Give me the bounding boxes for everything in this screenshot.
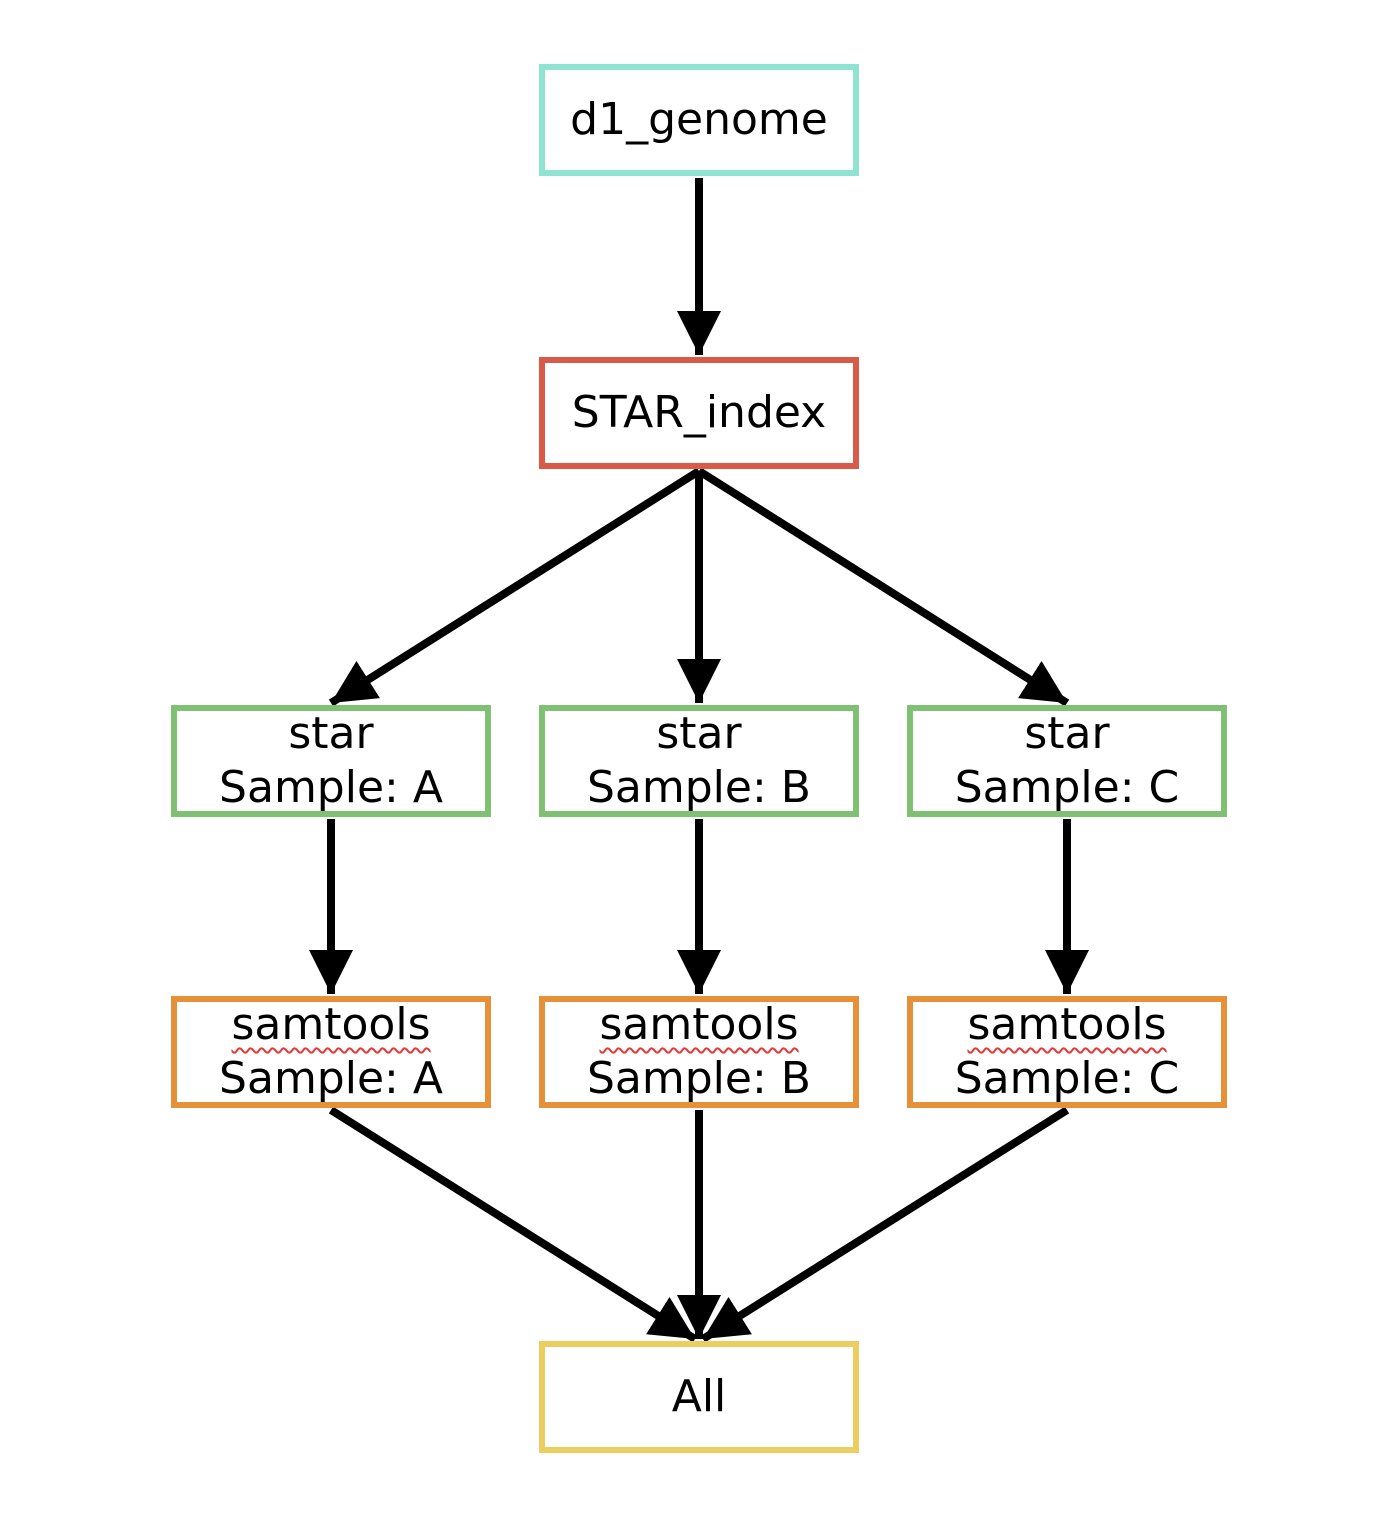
node-title: star [288, 708, 374, 759]
node-title: star [1024, 708, 1110, 759]
node-title: samtools [967, 999, 1167, 1050]
node-label: d1_genome [570, 94, 828, 145]
node-d1-genome[interactable]: d1_genome [539, 64, 859, 176]
node-star-sample-b[interactable]: star Sample: B [539, 705, 859, 817]
edge-star_index-to-star_a [328, 467, 702, 707]
node-sample: Sample: B [587, 1053, 811, 1104]
node-samtools-sample-a[interactable]: samtools Sample: A [171, 996, 491, 1108]
node-sample: Sample: C [954, 1053, 1180, 1104]
edge-star_index-to-star_c [696, 467, 1070, 707]
node-sample: Sample: A [219, 1053, 443, 1104]
node-sample: Sample: C [954, 762, 1180, 813]
node-samtools-sample-c[interactable]: samtools Sample: C [907, 996, 1227, 1108]
node-star-sample-c[interactable]: star Sample: C [907, 705, 1227, 817]
node-all[interactable]: All [539, 1341, 859, 1453]
node-label: All [671, 1371, 727, 1422]
node-sample: Sample: A [219, 762, 443, 813]
node-star-index[interactable]: STAR_index [539, 357, 859, 469]
edge-samtools_a-to-all [328, 1106, 698, 1343]
node-star-sample-a[interactable]: star Sample: A [171, 705, 491, 817]
node-samtools-sample-b[interactable]: samtools Sample: B [539, 996, 859, 1108]
node-label: STAR_index [571, 387, 827, 438]
node-sample: Sample: B [587, 762, 811, 813]
node-title: samtools [231, 999, 431, 1050]
node-title: star [656, 708, 742, 759]
node-title: samtools [599, 999, 799, 1050]
edge-samtools_c-to-all [700, 1106, 1070, 1343]
